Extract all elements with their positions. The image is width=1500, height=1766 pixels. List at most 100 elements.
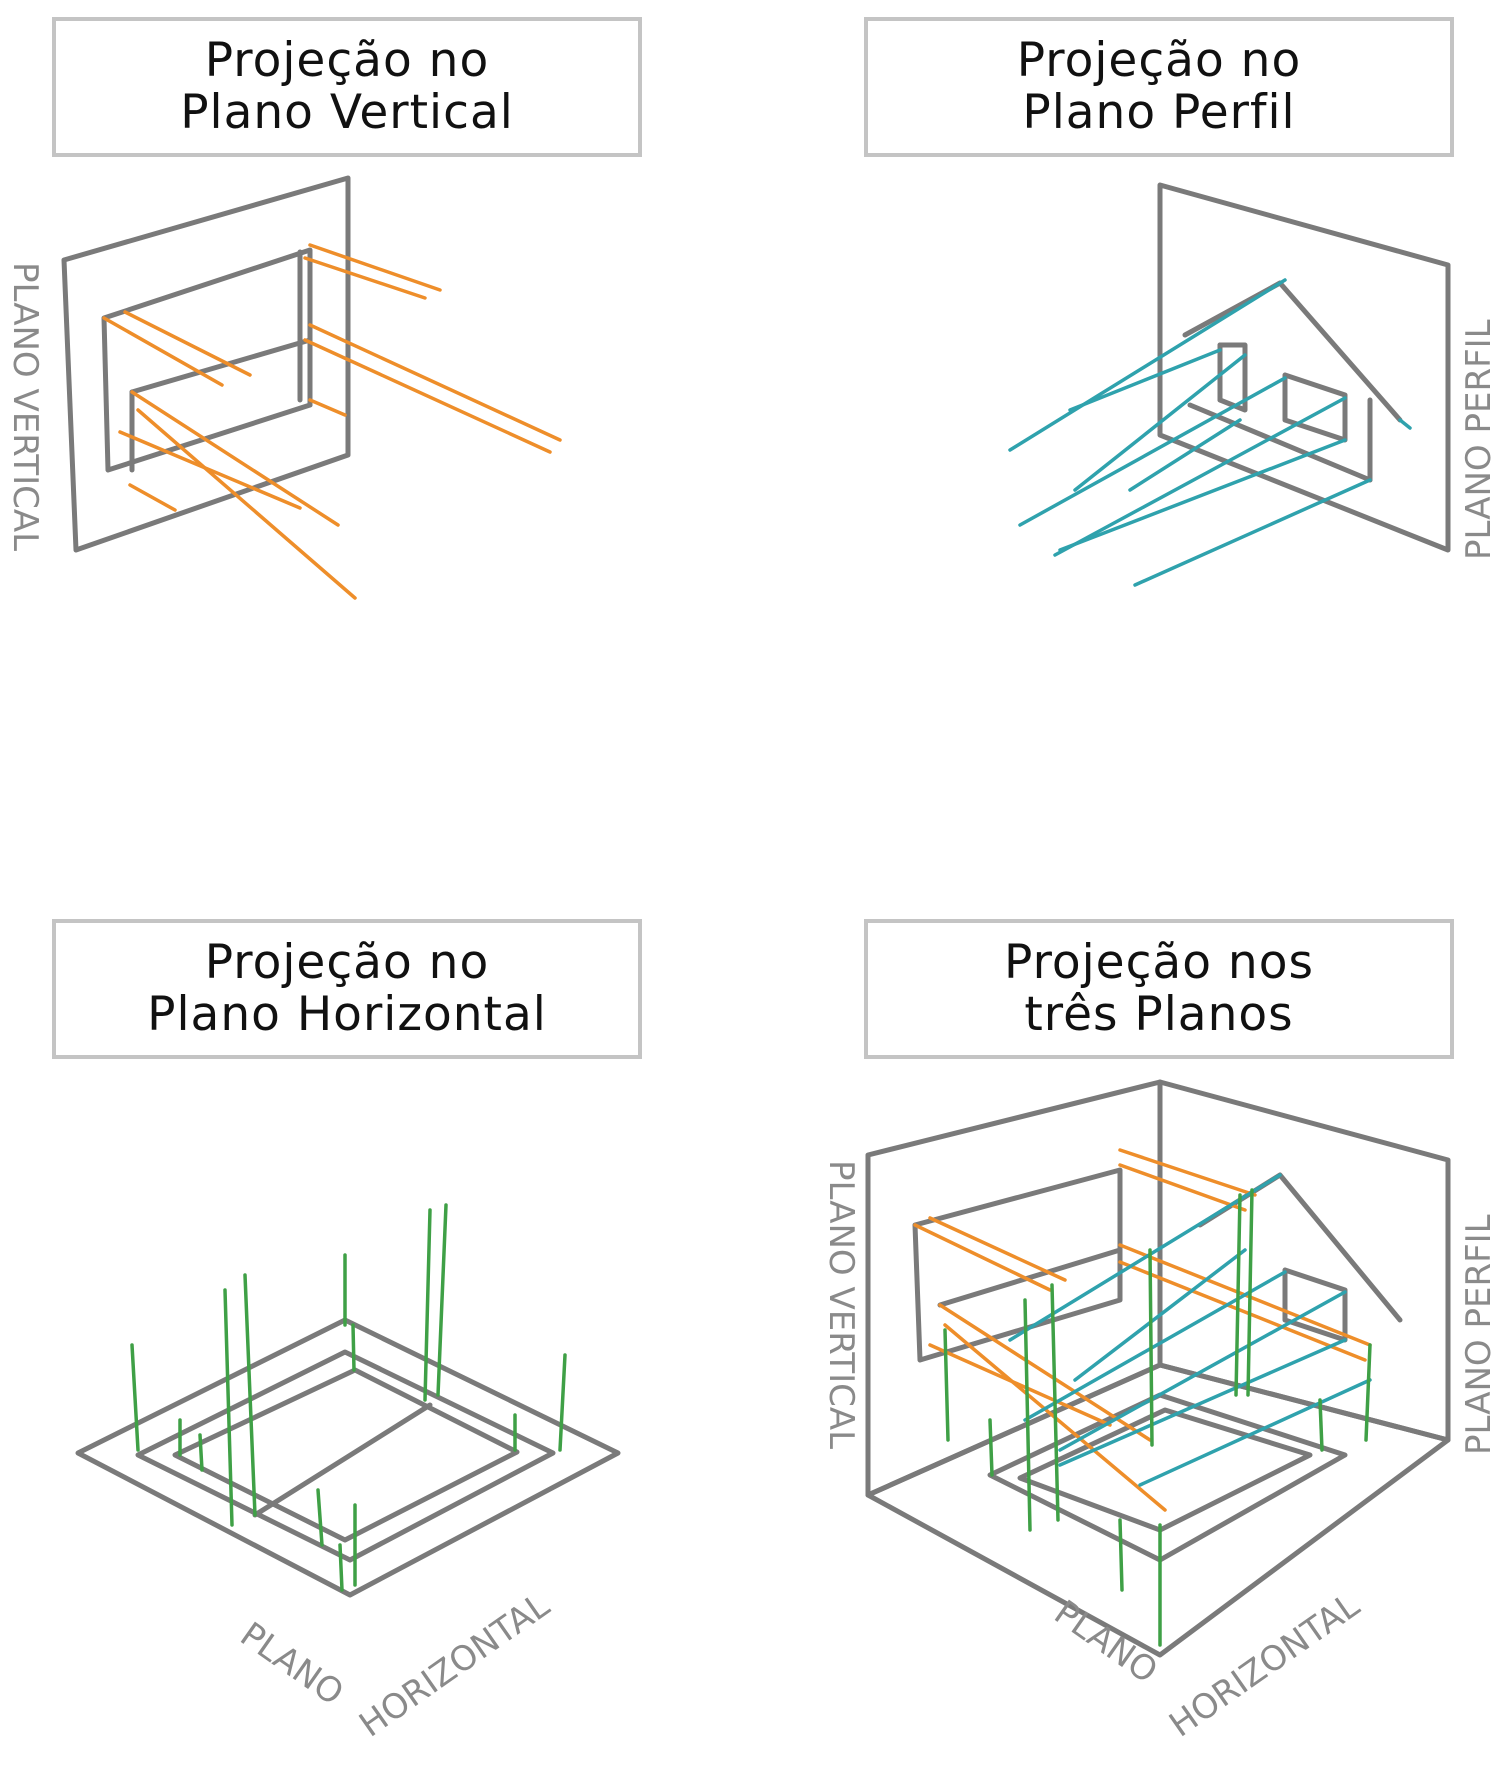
vertical-projector <box>136 408 357 600</box>
vertical-projector <box>1118 1148 1257 1197</box>
horizontal-projector <box>1318 1398 1324 1452</box>
vertical-plane-label: PLANO VERTICAL <box>5 262 45 551</box>
profile-projector <box>1058 1290 1347 1452</box>
profile-projector <box>1128 418 1242 492</box>
horizontal-plane-label-word2: HORIZONTAL <box>352 1585 557 1745</box>
three-vertical-plane-label: PLANO VERTICAL <box>821 1160 861 1449</box>
horizontal-projector <box>1364 1343 1372 1442</box>
horizontal-projector <box>436 1203 448 1397</box>
panel-horizontal-projection: PLANO HORIZONTAL <box>75 1203 621 1745</box>
title-all-line1: Projeção nos <box>1004 935 1314 990</box>
horizontal-projector <box>943 1328 950 1442</box>
vertical-projector <box>303 256 427 300</box>
vertical-projector <box>303 338 552 454</box>
object-inner-step <box>129 337 313 408</box>
profile-projector <box>1073 353 1247 492</box>
profile-projector <box>1023 1270 1287 1422</box>
horizontal-projection-lines <box>130 1203 567 1592</box>
horizontal-projector <box>1118 1518 1124 1592</box>
vertical-projector <box>308 323 562 442</box>
profile-projector <box>1008 278 1287 452</box>
profile-projector <box>1138 1378 1372 1487</box>
three-object-step <box>937 1247 1123 1308</box>
horizontal-projector <box>130 1343 140 1452</box>
title-vertical-line2: Plano Vertical <box>180 85 514 140</box>
horizontal-projector <box>1050 1283 1060 1522</box>
three-object-roof <box>1197 1172 1403 1323</box>
object-profile-notch <box>1282 372 1348 443</box>
three-horizontal-plane-frame <box>865 1362 1451 1658</box>
horizontal-projector <box>351 1323 356 1372</box>
title-profile-line1: Projeção no <box>1016 33 1302 88</box>
title-horizontal-line1: Projeção no <box>204 935 490 990</box>
panel-vertical-projection: PLANO VERTICAL <box>5 175 562 600</box>
horizontal-projector <box>1246 1188 1254 1397</box>
profile-projector <box>1068 348 1222 412</box>
panel-profile-projection: PLANO PERFIL <box>1008 182 1499 587</box>
horizontal-plane-frame <box>75 1317 621 1598</box>
title-box-profile: Projeção no Plano Perfil <box>864 17 1454 157</box>
title-all-line2: três Planos <box>1024 987 1294 1042</box>
vertical-projector <box>128 483 177 512</box>
title-horizontal-line2: Plano Horizontal <box>147 987 547 1042</box>
panel-three-planes-projection: PLANO VERTICAL PLANO PERFIL PLANO HORIZO… <box>821 1079 1499 1745</box>
horizontal-projector <box>1023 1298 1032 1532</box>
horizontal-projector <box>988 1418 994 1477</box>
horizontal-projector <box>198 1433 204 1472</box>
vertical-projector <box>928 1343 1112 1427</box>
profile-projector <box>1018 376 1287 527</box>
horizontal-projector <box>558 1353 567 1452</box>
vertical-projector <box>913 1223 1052 1292</box>
title-box-vertical: Projeção no Plano Vertical <box>52 17 642 157</box>
title-vertical-line1: Projeção no <box>204 33 490 88</box>
vertical-projector <box>308 398 347 417</box>
vertical-projector <box>123 310 252 377</box>
three-object-notch <box>1282 1267 1348 1343</box>
vertical-projector <box>928 1216 1067 1282</box>
horizontal-projector <box>316 1488 324 1547</box>
horizontal-projector <box>1148 1248 1154 1447</box>
profile-projector <box>1133 478 1372 587</box>
profile-projection-lines <box>1008 278 1412 587</box>
vertical-projector <box>102 316 224 387</box>
profile-projector <box>1008 1173 1282 1342</box>
horizontal-projector <box>338 1543 344 1592</box>
vertical-projector <box>938 1303 1152 1442</box>
title-box-horizontal: Projeção no Plano Horizontal <box>52 919 642 1059</box>
vertical-projector <box>308 243 442 292</box>
profile-plane-label: PLANO PERFIL <box>1459 319 1499 560</box>
three-profile-plane-label: PLANO PERFIL <box>1459 1214 1499 1455</box>
vertical-plane-frame <box>61 175 351 553</box>
three-object-front <box>912 1167 1123 1363</box>
profile-projector <box>1398 418 1412 430</box>
horizontal-projector <box>223 1288 234 1527</box>
three-horizontal-plane-label-word2: HORIZONTAL <box>1162 1585 1367 1745</box>
title-box-all: Projeção nos três Planos <box>864 919 1454 1059</box>
object-profile-step <box>1217 342 1248 413</box>
vertical-projector <box>118 430 302 510</box>
horizontal-projector <box>1234 1193 1242 1397</box>
vertical-projector <box>1118 1163 1247 1212</box>
three-horizontal-plane-label-word1: PLANO <box>1047 1593 1165 1692</box>
object-inner-outline <box>172 1367 520 1543</box>
vertical-projector <box>130 390 340 527</box>
horizontal-plane-label-word1: PLANO <box>233 1615 351 1714</box>
vertical-projection-lines <box>102 243 562 600</box>
horizontal-projector <box>423 1208 432 1402</box>
profile-plane-frame <box>1157 182 1451 553</box>
title-profile-line2: Plano Perfil <box>1022 85 1296 140</box>
object-ridge-line <box>252 1402 433 1518</box>
three-profile-plane-frame <box>1157 1079 1451 1443</box>
object-outer-outline <box>135 1349 556 1563</box>
vertical-projector <box>1118 1260 1367 1362</box>
three-object-footprint-inner <box>1017 1407 1313 1533</box>
profile-projector <box>1058 1338 1347 1467</box>
profile-projector <box>1073 1248 1247 1382</box>
profile-projector <box>1053 396 1347 557</box>
three-profile-projectors <box>1008 1173 1372 1487</box>
object-profile-edge <box>1187 402 1373 483</box>
profile-projector <box>1058 438 1347 552</box>
three-horizontal-projectors <box>943 1188 1372 1647</box>
horizontal-projector <box>243 1273 257 1517</box>
